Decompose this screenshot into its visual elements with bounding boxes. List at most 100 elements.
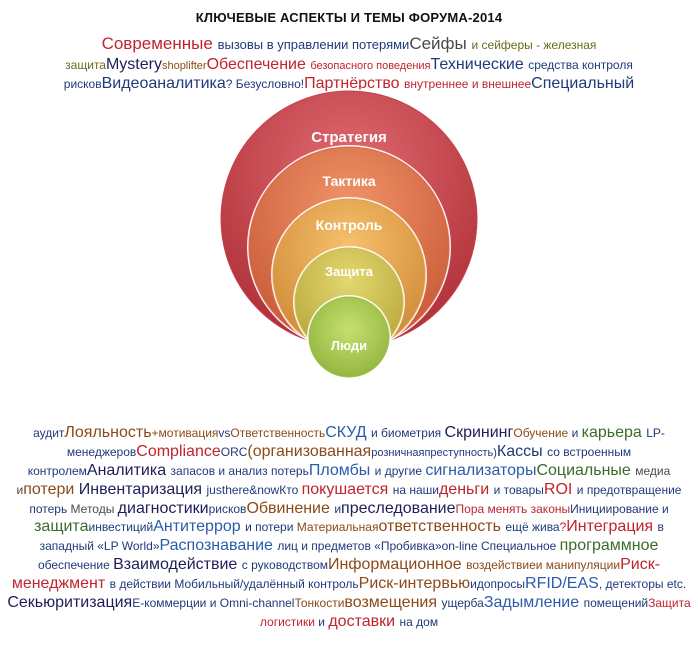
bottom-cloud-word: Е-коммерции и Omni-channel — [132, 595, 295, 610]
bottom-cloud-word: Кассы — [496, 442, 548, 460]
bottom-cloud-word: возмещения — [344, 593, 442, 611]
ring-circle — [248, 146, 450, 348]
bottom-cloud-word: защита — [34, 518, 89, 536]
bottom-cloud-word: +мотивация — [151, 426, 219, 440]
bottom-cloud-word: программное — [559, 537, 659, 555]
top-cloud-word: Технические — [430, 55, 529, 73]
ring-outline — [293, 246, 405, 358]
bottom-cloud-word: Лояльность — [64, 424, 152, 441]
top-cloud-word: внутреннее и внешнее — [404, 77, 532, 92]
bottom-cloud-word: аудит — [33, 426, 65, 440]
bottom-cloud-word: и потери — [245, 520, 297, 535]
top-cloud-word: Сейфы — [409, 34, 472, 53]
ring-circle — [294, 247, 404, 357]
bottom-cloud-word: Методы — [70, 501, 118, 516]
top-cloud-word: средства контроля рисков — [63, 57, 633, 92]
bottom-cloud-word: Пломбы — [308, 461, 375, 479]
bottom-cloud-word: в действии — [109, 577, 175, 591]
bottom-cloud-word: и другие — [374, 463, 426, 478]
top-cloud-word: shoplifter — [161, 59, 207, 72]
bottom-cloud-word: Защита логистики — [259, 595, 691, 629]
bottom-cloud-word: Инвентаризация — [78, 480, 207, 498]
bottom-cloud-word: медиа и — [16, 463, 671, 497]
bottom-cloud-word: Скрининг — [444, 424, 514, 441]
ring-label: Тактика — [322, 173, 375, 189]
bottom-cloud-word: СКУД — [325, 424, 371, 441]
bottom-cloud-word: Обучение — [513, 426, 572, 440]
bottom-cloud-word: Риск-менеджмент — [11, 556, 661, 592]
bottom-cloud-word: обеспечение — [37, 558, 114, 573]
top-cloud-word: вызовы в управлении потерями — [217, 37, 410, 52]
bottom-cloud-word: запасов и анализ потерь — [170, 463, 309, 478]
bottom-cloud-word: потери — [23, 480, 79, 498]
top-word-cloud: Современные вызовы в управлении потерями… — [6, 34, 692, 94]
bottom-cloud-word: Материальная — [296, 520, 379, 535]
bottom-word-cloud: аудитЛояльность+мотивацияvsОтветственнос… — [6, 424, 692, 632]
bottom-cloud-word: розничнаяпреступность) — [371, 446, 497, 459]
bottom-cloud-word: доставки — [328, 612, 400, 630]
bottom-cloud-word: Секьюритизация — [7, 593, 133, 611]
bottom-cloud-word: покушается — [301, 480, 393, 498]
bottom-cloud-word: Аналитика — [86, 461, 171, 479]
bottom-cloud-word: Тонкости — [294, 595, 345, 610]
top-cloud-word: ? Безусловно! — [225, 77, 305, 92]
bottom-cloud-word: Социальные — [536, 461, 636, 479]
top-cloud-word: Видеоаналитика — [101, 75, 226, 93]
bottom-cloud-word: и предотвращение потерь — [29, 482, 682, 516]
top-cloud-word: и сейферы - железная защита — [65, 38, 597, 72]
top-cloud-word: Партнёрство — [304, 75, 405, 93]
bottom-cloud-word: лиц и предметов — [277, 539, 375, 554]
bottom-cloud-word: сигнализаторы — [425, 461, 537, 479]
bottom-cloud-word: , детекторы etc. — [598, 577, 687, 591]
ring-circle — [220, 90, 478, 348]
bottom-cloud-word: и — [571, 426, 582, 440]
bottom-cloud-word: ущерба — [441, 595, 484, 610]
ring-outline — [307, 295, 391, 379]
ring-label: Люди — [331, 338, 367, 353]
bottom-cloud-word: Распознавание — [159, 537, 278, 555]
bottom-cloud-word: RFID/EAS — [525, 575, 599, 592]
ring-circle — [272, 198, 426, 352]
top-cloud-word: безопасного поведения — [310, 59, 431, 72]
ring-label: Контроль — [316, 217, 383, 233]
ring-outline — [219, 89, 479, 349]
bottom-cloud-word: Риск-интервью — [358, 575, 471, 592]
bottom-cloud-word: LP-менеджеров — [66, 426, 665, 459]
bottom-cloud-word: ? — [559, 520, 567, 535]
bottom-cloud-word: ответственность — [378, 518, 506, 536]
bottom-cloud-word: (организованная — [247, 442, 372, 460]
bottom-cloud-word: на наши — [392, 482, 439, 497]
bottom-cloud-word: с руководством — [241, 558, 329, 573]
bottom-cloud-word: рисков — [208, 501, 247, 516]
bottom-cloud-word: «Пробивка» — [374, 539, 442, 554]
ring-label: Стратегия — [311, 129, 387, 146]
top-cloud-word: Обеспечение — [206, 55, 311, 73]
bottom-cloud-word: и товары — [493, 482, 544, 497]
ring-outline — [247, 145, 451, 349]
top-cloud-word: Современные — [101, 34, 218, 53]
bottom-cloud-word: Мобильный/удалённый контроль — [174, 577, 359, 591]
bottom-cloud-word: Инициирование — [570, 501, 662, 516]
bottom-cloud-word: помещений — [583, 595, 649, 610]
bottom-cloud-word: инвестиций — [88, 520, 154, 535]
top-cloud-word: Mystery — [105, 55, 162, 73]
bottom-cloud-word: Обвинение — [246, 499, 335, 517]
bottom-cloud-word: Информационное — [328, 556, 467, 574]
top-cloud-word: Специальный — [531, 75, 635, 93]
bottom-cloud-word: диагностики — [117, 499, 209, 517]
bottom-cloud-word: justhere&now — [206, 482, 280, 497]
bottom-cloud-word: Интеграция — [566, 518, 658, 536]
bottom-cloud-word: Взаимодействие — [113, 556, 242, 574]
bottom-cloud-word: Compliance — [136, 442, 221, 460]
bottom-cloud-word: и — [318, 614, 329, 629]
bottom-cloud-word: в западный «LP World» — [39, 520, 664, 554]
bottom-cloud-word: и — [661, 501, 669, 516]
bottom-cloud-word: Кто — [279, 482, 302, 497]
bottom-cloud-word: и — [334, 501, 342, 516]
ring-circle — [308, 296, 390, 378]
bottom-cloud-word: со встроенным контролем — [27, 444, 632, 478]
bottom-cloud-word: преследование — [341, 499, 456, 517]
bottom-cloud-word: деньги — [438, 480, 494, 498]
bottom-cloud-word: Специальное — [480, 539, 560, 554]
bottom-cloud-word: vs — [218, 426, 231, 440]
